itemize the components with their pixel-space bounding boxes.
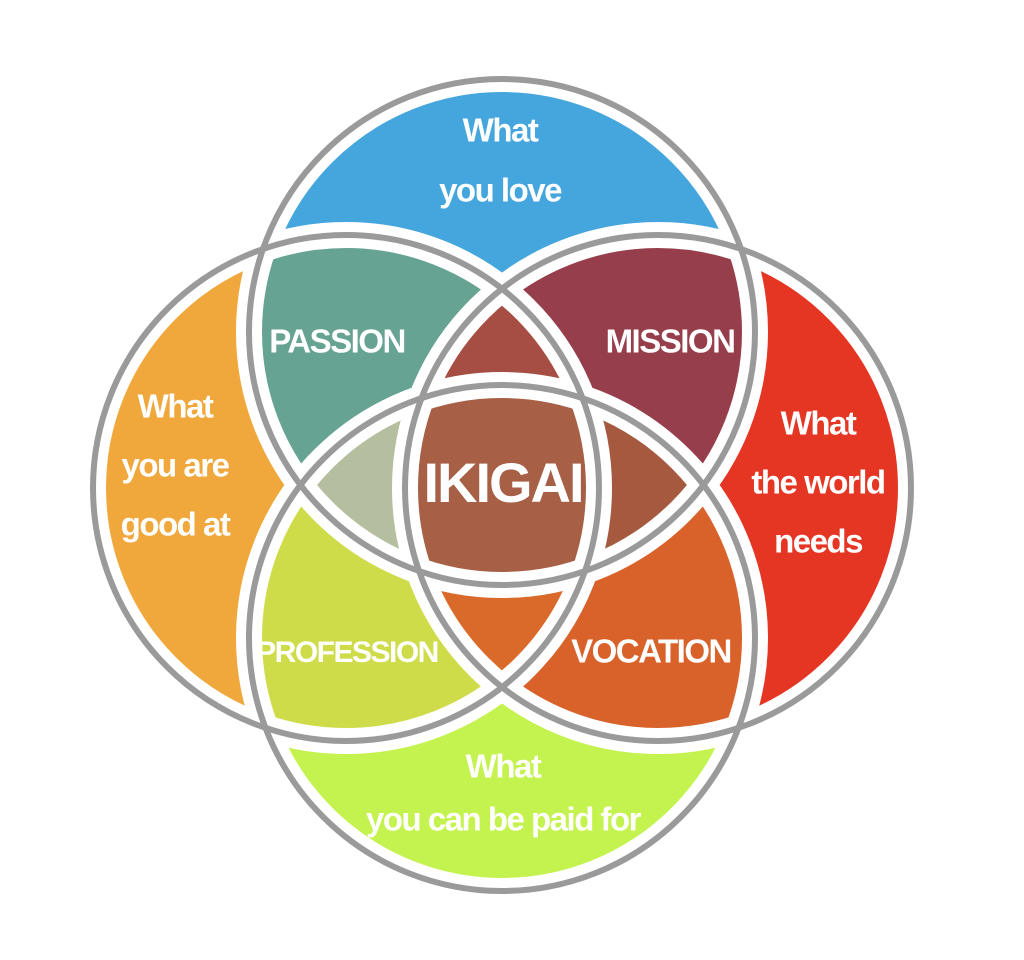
outline-world-needs bbox=[402, 232, 914, 744]
region-top-left-right bbox=[405, 235, 599, 585]
good-at-label-line1: What bbox=[138, 388, 214, 425]
passion-label: PASSION bbox=[269, 323, 405, 360]
mission-label: MISSION bbox=[606, 323, 735, 360]
vocation-label: VOCATION bbox=[571, 633, 731, 670]
paid-for-label-line1: What bbox=[466, 748, 542, 785]
love-label-line2: you love bbox=[439, 172, 562, 209]
region-top-right-bottom bbox=[405, 385, 755, 585]
good-at-label-line2: you are bbox=[122, 447, 230, 484]
outline-love bbox=[246, 76, 758, 588]
ikigai-title: IKIGAI bbox=[423, 451, 582, 514]
world-needs-label-line3: needs bbox=[774, 523, 862, 560]
region-top-left-bottom bbox=[249, 385, 599, 585]
region-left-right-bottom bbox=[405, 385, 599, 741]
profession-label: PROFESSION bbox=[256, 636, 438, 669]
paid-for-label-line2: you can be paid for bbox=[366, 801, 642, 838]
good-at-label-line3: good at bbox=[121, 506, 231, 543]
outline-paid-for bbox=[246, 382, 758, 894]
world-needs-label-line1: What bbox=[781, 405, 857, 442]
world-needs-label-line2: the world bbox=[751, 464, 884, 501]
outline-good-at bbox=[90, 232, 602, 744]
love-label-line1: What bbox=[463, 112, 539, 149]
